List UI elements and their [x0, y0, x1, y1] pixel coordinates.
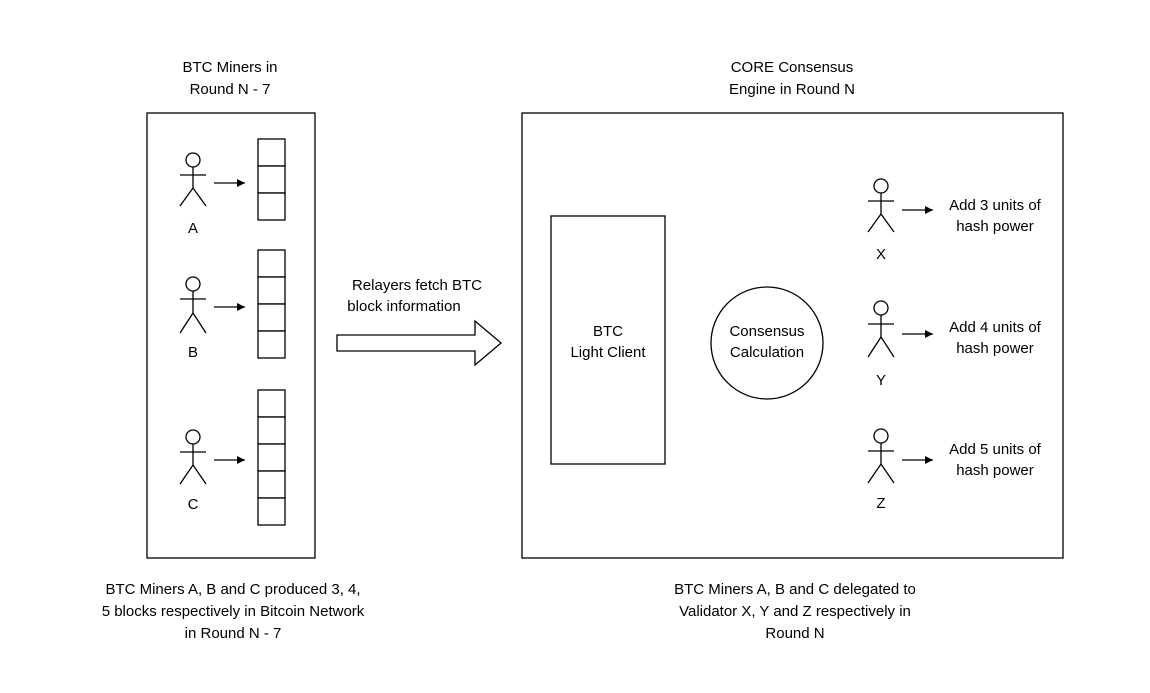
left-panel-title-line-2: Round N - 7: [190, 81, 271, 98]
block: [257, 497, 286, 526]
miner-b: B: [179, 249, 286, 361]
block: [257, 276, 286, 305]
block: [257, 249, 286, 278]
miner-c-person-icon: [179, 429, 207, 485]
block: [257, 138, 286, 167]
validator-z-label: Z: [876, 495, 885, 512]
block: [257, 165, 286, 194]
left-panel: BTC Miners in Round N - 7 A: [102, 59, 365, 642]
consensus-calculation-circle: [710, 286, 824, 400]
miner-a-label: A: [188, 220, 198, 237]
validator-z-result-line-1: Add 5 units of: [949, 441, 1042, 458]
validator-x-result-line-2: hash power: [956, 218, 1034, 235]
block: [257, 303, 286, 332]
validator-y: Add 4 units of hash power Y: [867, 300, 1042, 389]
consensus-calculation: Consensus Calculation: [710, 286, 824, 400]
miner-a-blocks: [257, 138, 286, 221]
left-caption-line-1: BTC Miners A, B and C produced 3, 4,: [105, 581, 360, 598]
validator-z: Add 5 units of hash power Z: [867, 428, 1042, 512]
btc-light-client-label-line-1: BTC: [593, 323, 623, 340]
block: [257, 470, 286, 499]
miner-b-person-icon: [179, 276, 207, 334]
right-caption-line-1: BTC Miners A, B and C delegated to: [674, 581, 916, 598]
miner-c-blocks: [257, 389, 286, 526]
relay-arrow: [336, 319, 503, 367]
relay-label-line-1: Relayers fetch BTC: [352, 277, 482, 294]
validator-z-result-line-2: hash power: [956, 462, 1034, 479]
miner-c-label: C: [188, 496, 199, 513]
miner-b-label: B: [188, 344, 198, 361]
right-caption-line-3: Round N: [765, 625, 824, 642]
consensus-calculation-label-line-2: Calculation: [730, 344, 804, 361]
validator-x-label: X: [876, 246, 886, 263]
left-caption-line-2: 5 blocks respectively in Bitcoin Network: [102, 603, 365, 620]
block: [257, 192, 286, 221]
block: [257, 416, 286, 445]
miner-c: C: [179, 389, 286, 526]
left-caption-line-3: in Round N - 7: [185, 625, 282, 642]
validator-x: Add 3 units of hash power X: [867, 178, 1042, 263]
validator-y-label: Y: [876, 372, 886, 389]
btc-light-client-box: [550, 215, 666, 465]
validator-x-result-line-1: Add 3 units of: [949, 197, 1042, 214]
block: [257, 443, 286, 472]
block: [257, 389, 286, 418]
right-panel: CORE Consensus Engine in Round N BTC Lig…: [521, 59, 1064, 642]
validator-y-result-line-2: hash power: [956, 340, 1034, 357]
relay-label-line-2: block information: [347, 298, 460, 315]
btc-miners-box: [146, 112, 316, 559]
btc-light-client-label-line-2: Light Client: [570, 344, 646, 361]
left-panel-title-line-1: BTC Miners in: [182, 59, 277, 76]
miner-b-blocks: [257, 249, 286, 359]
right-panel-title-line-1: CORE Consensus: [731, 59, 854, 76]
right-panel-title-line-2: Engine in Round N: [729, 81, 855, 98]
right-caption-line-2: Validator X, Y and Z respectively in: [679, 603, 911, 620]
validator-z-person-icon: [867, 428, 895, 484]
consensus-calculation-label-line-1: Consensus: [729, 323, 804, 340]
relay: Relayers fetch BTC block information: [336, 277, 503, 367]
validator-x-person-icon: [867, 178, 895, 233]
block: [257, 330, 286, 359]
miner-a: A: [179, 138, 286, 237]
miner-a-person-icon: [179, 152, 207, 207]
btc-light-client: BTC Light Client: [550, 215, 666, 465]
validator-y-result-line-1: Add 4 units of: [949, 319, 1042, 336]
validator-y-person-icon: [867, 300, 895, 358]
